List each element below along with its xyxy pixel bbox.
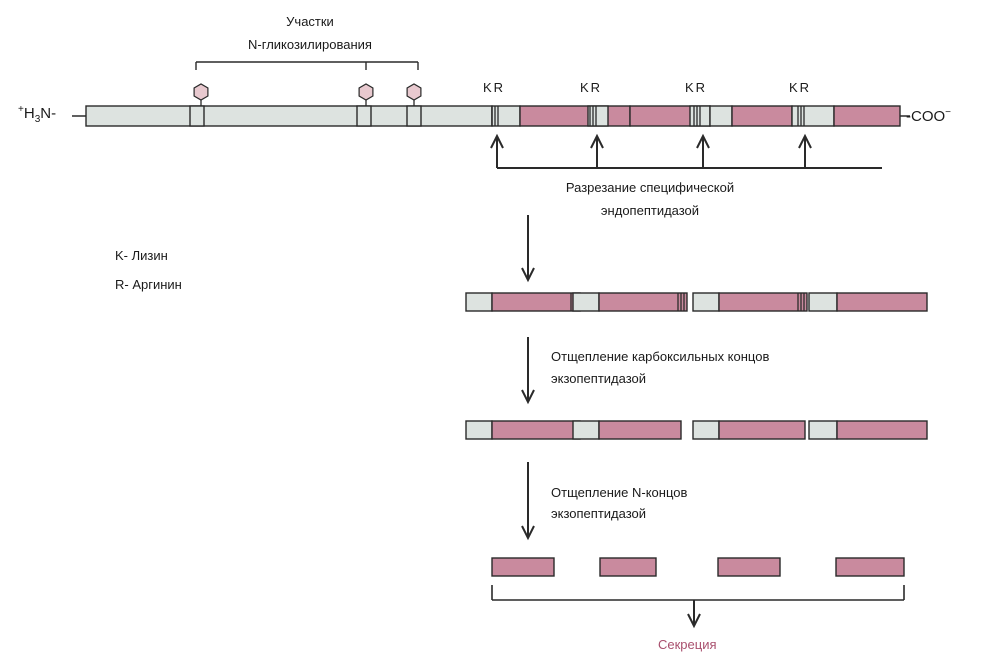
kr-label-4: KR: [789, 80, 812, 95]
precursor-spacer-2: [587, 105, 609, 127]
row1-fragment-1-n: [465, 292, 493, 312]
kr-label-1: KR: [483, 80, 506, 95]
cleavage-arrow-3-head: [696, 133, 710, 149]
row1-fragment-1-peptide: [491, 292, 581, 312]
precursor-spacer-1: [491, 105, 521, 127]
precursor-peptide-4: [833, 105, 901, 127]
glyco-hexagon-2: [358, 83, 374, 101]
mature-peptide-2: [599, 557, 657, 577]
glyco-site-box-1: [189, 105, 205, 127]
row1-fragment-4-n: [808, 292, 838, 312]
c-terminus-label: -COO−: [906, 107, 952, 125]
step2-arrow-head: [521, 389, 535, 405]
row2-fragment-3-n: [692, 420, 720, 440]
step2-label-line1: Отщепление карбоксильных концов: [551, 349, 770, 364]
row1-fragment-2-n: [572, 292, 600, 312]
cleavage-arrow-4-head: [798, 133, 812, 149]
row1-fragment-2-peptide: [598, 292, 688, 312]
cleavage-arrow-2-head: [590, 133, 604, 149]
step3-arrow-head: [521, 525, 535, 541]
precursor-peptide-3: [731, 105, 793, 127]
kr-label-2: KR: [580, 80, 603, 95]
step3-label-line2: экзопептидазой: [551, 506, 647, 521]
secretion-arrow-head: [687, 613, 701, 629]
precursor-peptide-1: [519, 105, 631, 127]
mature-peptide-3: [717, 557, 781, 577]
row2-fragment-4-peptide: [836, 420, 928, 440]
step3-label-line1: Отщепление N-концов: [551, 485, 688, 500]
cleavage-arrow-1-head: [490, 133, 504, 149]
glyco-sites-label-line2: N-гликозилирования: [248, 37, 372, 52]
step1-label-line1: Разрезание специфической: [565, 180, 735, 195]
row2-fragment-2-n: [572, 420, 600, 440]
kr-label-3: KR: [685, 80, 708, 95]
glyco-site-box-2: [356, 105, 372, 127]
mature-peptide-1: [491, 557, 555, 577]
precursor-n-domain: [85, 105, 493, 127]
mature-peptide-4: [835, 557, 905, 577]
row2-fragment-1-peptide: [491, 420, 581, 440]
glyco-site-box-3: [406, 105, 422, 127]
row2-fragment-4-n: [808, 420, 838, 440]
row2-fragment-3-peptide: [718, 420, 806, 440]
row2-fragment-2-peptide: [598, 420, 682, 440]
step1-label-line2: эндопептидазой: [600, 203, 700, 218]
step2-label-line2: экзопептидазой: [551, 371, 647, 386]
legend-arginine: R- Аргинин: [115, 277, 182, 292]
step1-arrow-head: [521, 267, 535, 283]
n-terminus-label: +H3N-: [18, 104, 57, 125]
legend-lysine: K- Лизин: [115, 248, 168, 263]
secretion-label: Секреция: [658, 637, 717, 652]
row1-fragment-3-peptide: [718, 292, 808, 312]
glyco-sites-label-line1: Участки: [286, 14, 334, 29]
precursor-spacer-3b: [709, 105, 733, 127]
row1-fragment-4-peptide: [836, 292, 928, 312]
glyco-hexagon-3: [406, 83, 422, 101]
row2-fragment-1-n: [465, 420, 493, 440]
row1-fragment-3-n: [692, 292, 720, 312]
glyco-hexagon-1: [193, 83, 209, 101]
